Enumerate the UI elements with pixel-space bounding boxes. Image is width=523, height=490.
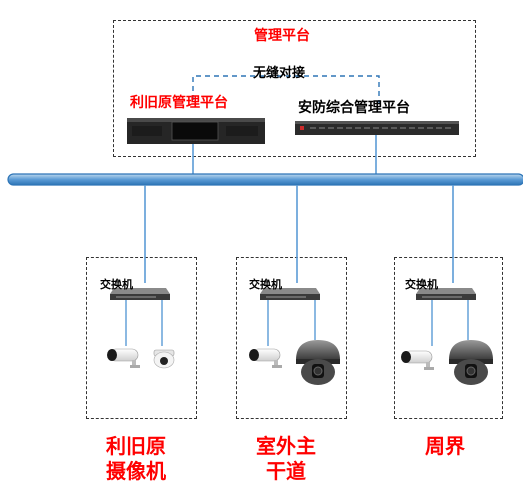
bullet-camera-icon: [106, 348, 141, 369]
site-caption-perimeter: 周界: [425, 434, 465, 458]
site-caption-legacy-line1: 利旧原: [106, 434, 166, 458]
site-box-perimeter: [394, 257, 503, 419]
site-box-outdoor: [236, 257, 347, 419]
seamless-link-label: 无缝对接: [253, 66, 306, 81]
legacy-server-icon: [127, 118, 265, 144]
seamless-link-connector: [192, 75, 380, 104]
site-caption-legacy-line2: 摄像机: [106, 459, 166, 483]
management-platform-title: 管理平台: [254, 28, 310, 44]
rack-server-icon: [295, 121, 459, 135]
bullet-camera-icon: [400, 350, 435, 371]
legacy-platform-label: 利旧原管理平台: [130, 95, 228, 111]
security-platform-label: 安防综合管理平台: [298, 100, 410, 116]
bullet-camera-icon: [248, 348, 283, 369]
site-caption-outdoor-line2: 干道: [266, 459, 306, 483]
ptz-camera-icon: [295, 339, 341, 386]
site-box-legacy: [86, 257, 197, 419]
site-caption-outdoor-line1: 室外主: [256, 434, 316, 458]
ptz-camera-icon: [448, 339, 494, 386]
switch-label-site3: 交换机: [405, 278, 438, 291]
switch-label-site2: 交换机: [249, 278, 282, 291]
network-bus: [7, 173, 523, 186]
dome-camera-icon: [153, 349, 175, 369]
management-platform-box: [113, 20, 476, 157]
switch-label-site1: 交换机: [100, 278, 133, 291]
